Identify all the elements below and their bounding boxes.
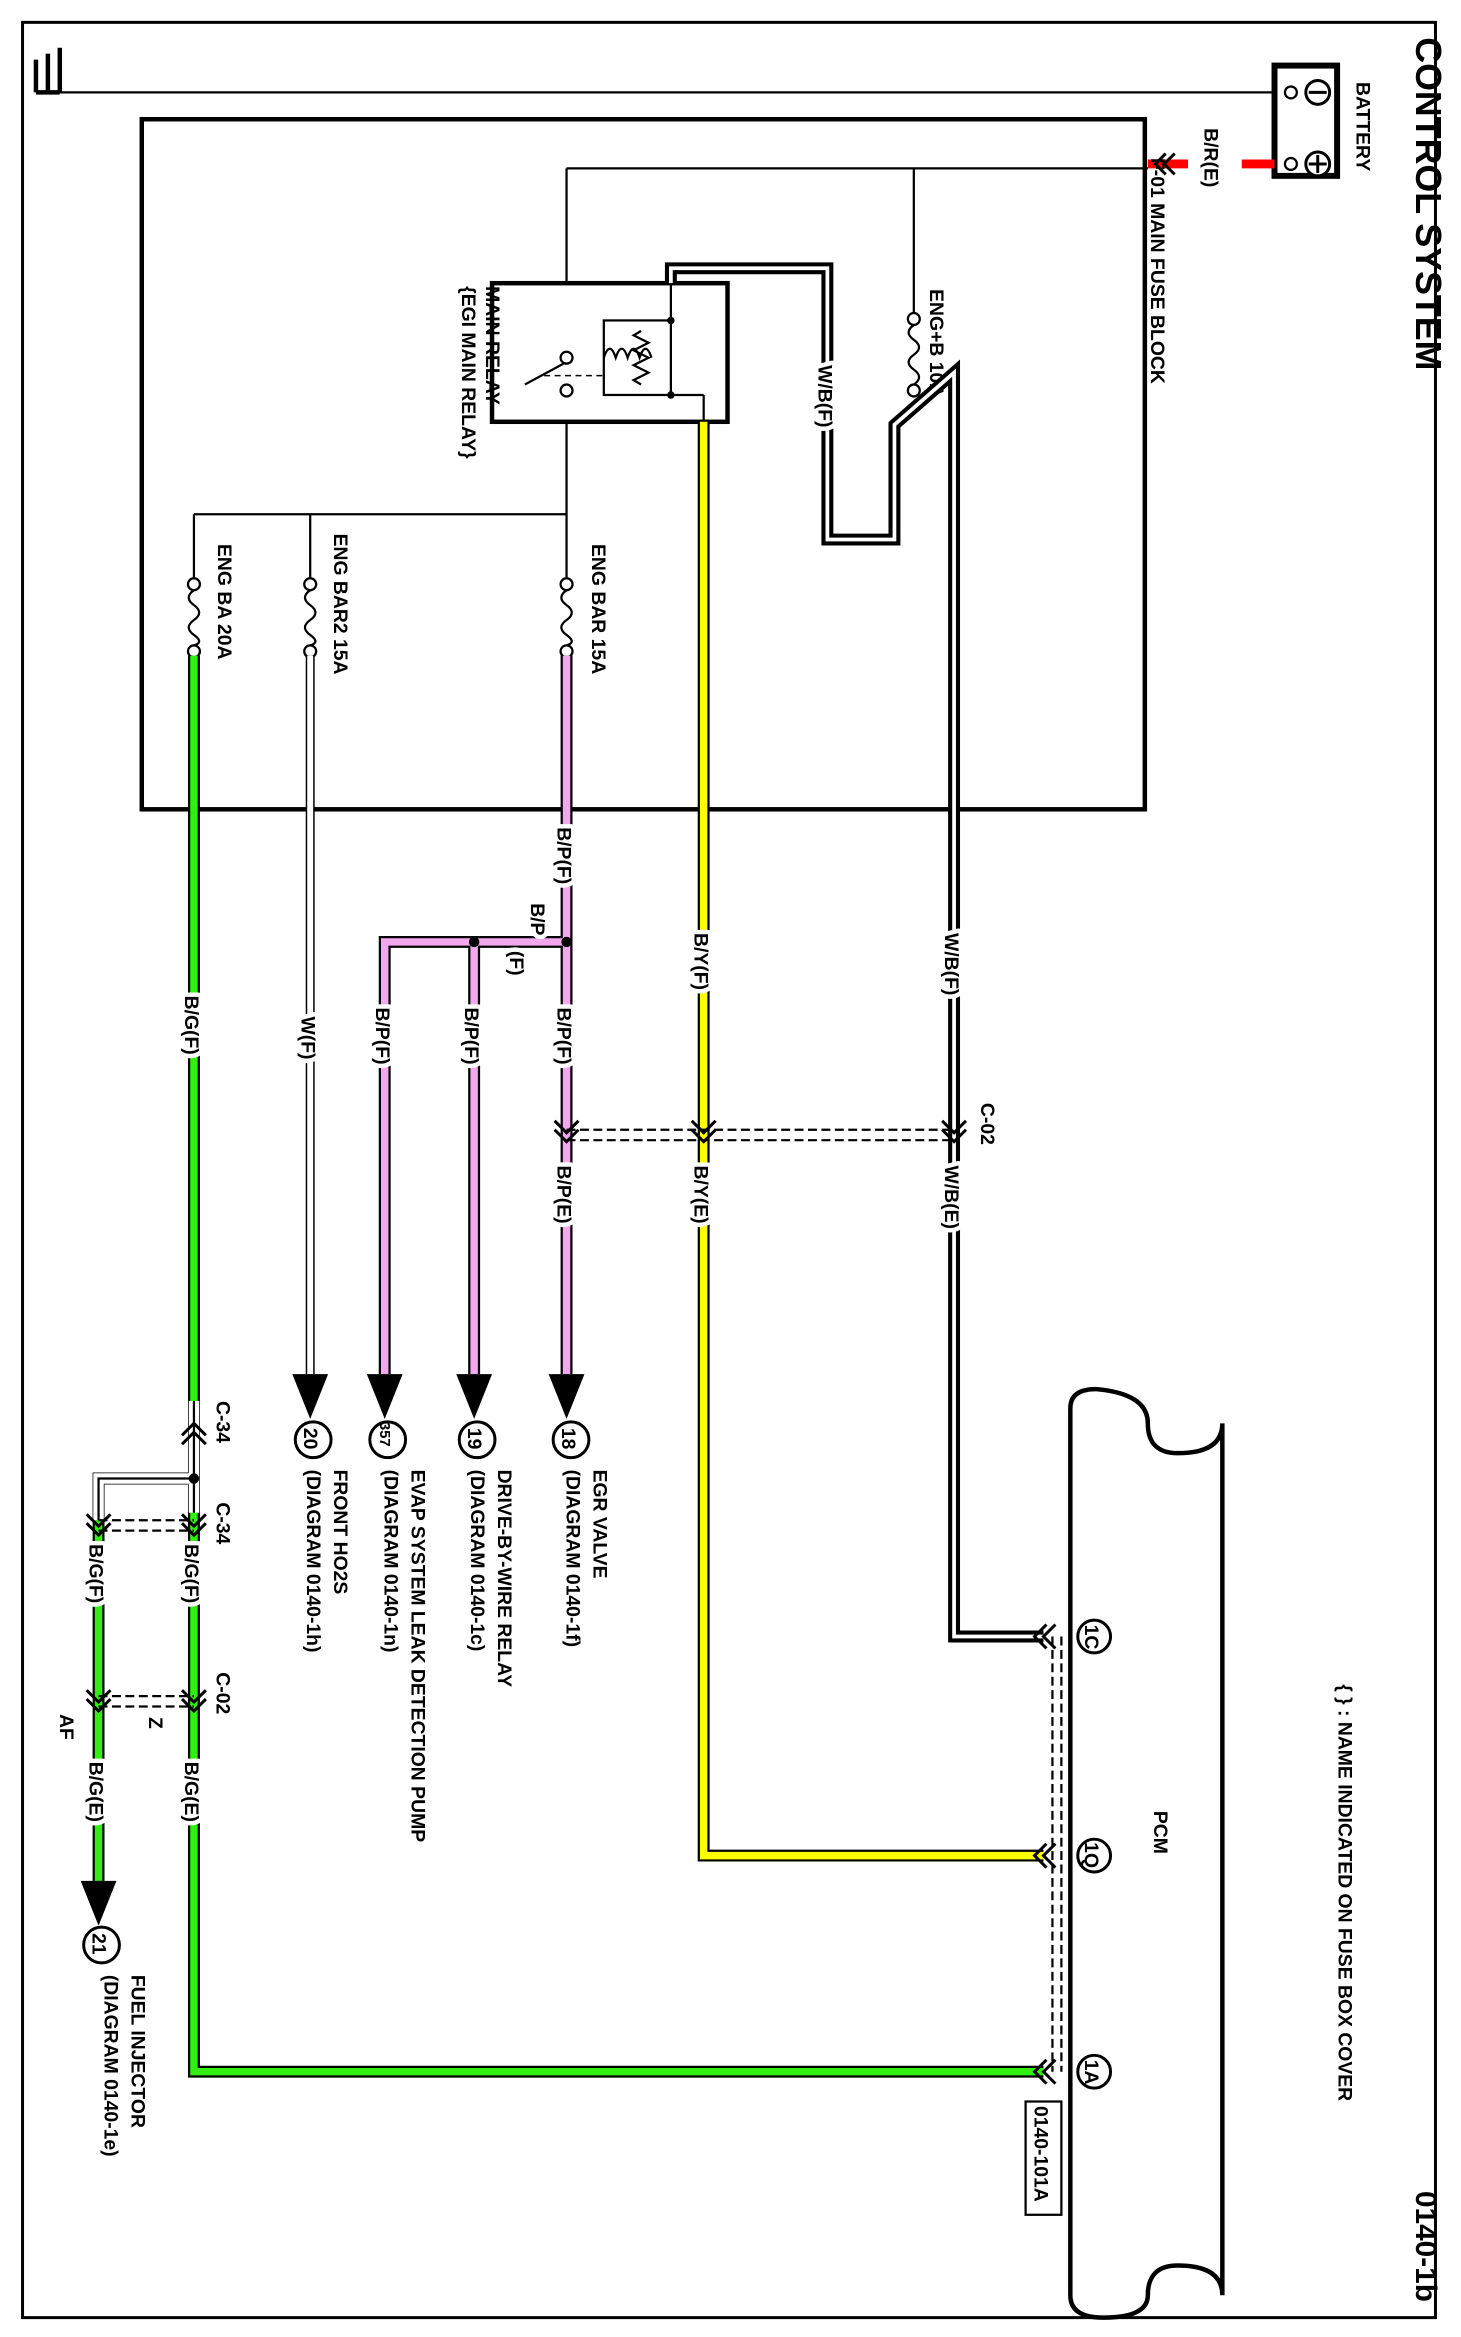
wire-label-by-f: B/Y(F) [690,933,712,990]
destination-20-name: FRONT HO2S [329,1470,351,1595]
destination-21-name: FUEL INJECTOR [126,1975,148,2128]
fuse-eng-bar2-icon [303,577,318,659]
svg-text:20: 20 [299,1428,321,1450]
page-code: 0140-1b [1409,2191,1442,2302]
fuse-eng-ba-label: ENG BA 20A [213,544,235,659]
wire-label-bg-f: B/G(F) [180,996,202,1055]
connector-c02 [553,1119,968,1144]
resistor-icon [631,329,652,386]
svg-text:1A: 1A [1080,2060,1102,2085]
svg-text:357: 357 [376,1422,392,1447]
pcm-module [1068,1386,1225,2320]
relay-coil-icon [602,347,653,362]
pcm-pin-1c: 1C [1076,1618,1113,1655]
wire-label-bg-f-2: B/G(F) [180,1544,202,1603]
ground-icon [33,47,63,95]
fuse-eng-bar2-label: ENG BAR2 15A [329,534,351,675]
svg-text:21: 21 [88,1933,110,1955]
connector-c34-b [85,1513,207,1538]
battery [1271,62,1341,179]
destination-21[interactable]: 21 FUEL INJECTOR (DIAGRAM 0140-1e) [80,1880,149,2157]
fuse-box-note: { } : NAME INDICATED ON FUSE BOX COVER [1334,1684,1356,2101]
destination-357-ref: (DIAGRAM 0140-1n) [380,1470,402,1653]
wire-label-bp-split-f: (F) [505,951,527,976]
destination-20-ref: (DIAGRAM 0140-1h) [302,1470,324,1653]
pcm-dashed-link [1032,1623,1063,2085]
page-border [21,20,1437,2320]
pcm-code-box [1024,2100,1063,2216]
wire-label-bp-f-19: B/P(F) [460,1008,482,1065]
main-fuse-block [139,116,1148,812]
destination-18-name: EGR VALVE [588,1470,610,1579]
battery-label: BATTERY [1351,82,1373,171]
wire-label-bg-e-2: B/G(E) [85,1762,107,1822]
wire-label-bp-e: B/P(E) [553,1166,575,1224]
wire-label-bp-f-top: B/P(F) [553,827,575,884]
terminal-z-label: Z [144,1717,166,1729]
wire-label-wb-f: W/B(F) [940,933,962,995]
main-relay-alt-label: {EGI MAIN RELAY} [457,286,479,459]
connector-c02-label: C-02 [976,1103,998,1145]
pcm-label: PCM [1149,1811,1171,1854]
pcm-pin-1a: 1A [1076,2053,1113,2090]
main-relay-label: MAIN RELAY [481,286,503,405]
wire-label-by-e: B/Y(E) [690,1166,712,1224]
wire-label-bg-e: B/G(E) [180,1762,202,1822]
destination-18-ref: (DIAGRAM 0140-1f) [562,1470,584,1648]
svg-text:1Q: 1Q [1080,1842,1102,1868]
pcm-pin-1q: 1Q [1076,1837,1113,1874]
fuse-eng-bar-label: ENG BAR 15A [587,544,609,674]
connector-c02-b [85,1689,207,1714]
wire-wb [664,262,1044,1643]
svg-text:19: 19 [463,1428,485,1450]
svg-text:1C: 1C [1080,1625,1102,1650]
svg-text:18: 18 [557,1428,579,1450]
fuse-eng-ba-icon [186,577,202,659]
fuse-block-label: F-01 MAIN FUSE BLOCK [1146,158,1168,384]
destination-19-name: DRIVE-BY-WIRE RELAY [493,1470,515,1688]
connector-c34-a [180,1421,207,1446]
wire-label-wb-e: W/B(E) [940,1166,962,1229]
wire-label-br-e: B/R(E) [1199,128,1221,187]
wire-label-bg-f-3: B/G(F) [85,1544,107,1603]
destination-357-name: EVAP SYSTEM LEAK DETECTION PUMP [407,1470,429,1843]
connector-chevron-icon [1153,152,1176,176]
destination-20[interactable]: 20 FRONT HO2S (DIAGRAM 0140-1h) [292,1374,351,1652]
destination-357[interactable]: 357 EVAP SYSTEM LEAK DETECTION PUMP (DIA… [366,1374,429,1843]
fuse-eng-b-label: ENG+B 10A [925,289,947,397]
destination-18[interactable]: 18 EGR VALVE (DIAGRAM 0140-1f) [548,1374,611,1648]
destination-19[interactable]: 19 DRIVE-BY-WIRE RELAY (DIAGRAM 0140-1c) [456,1374,515,1687]
destination-19-ref: (DIAGRAM 0140-1c) [466,1470,488,1652]
wire-label-wb-f-inner: W/B(F) [813,365,835,427]
connector-c34-b-label: C-34 [211,1502,233,1544]
page-title: CONTROL SYSTEM [1408,37,1448,370]
main-relay [489,280,730,425]
fuse-eng-b-icon [906,311,921,398]
wire-label-w-f: W(F) [296,1016,318,1059]
wire-label-bp-f-357: B/P(F) [371,1008,393,1065]
wire-label-bp-f-18: B/P(F) [553,1008,575,1065]
fuse-eng-bar-icon [559,577,574,659]
terminal-af-label: AF [55,1714,77,1740]
connector-c02-b-label: C-02 [211,1672,233,1714]
connector-c34-a-label: C-34 [211,1401,233,1443]
destination-21-ref: (DIAGRAM 0140-1e) [100,1975,122,2157]
wire-label-bp-split: B/P [526,903,548,935]
pcm-code: 0140-101A [1030,2106,1052,2202]
